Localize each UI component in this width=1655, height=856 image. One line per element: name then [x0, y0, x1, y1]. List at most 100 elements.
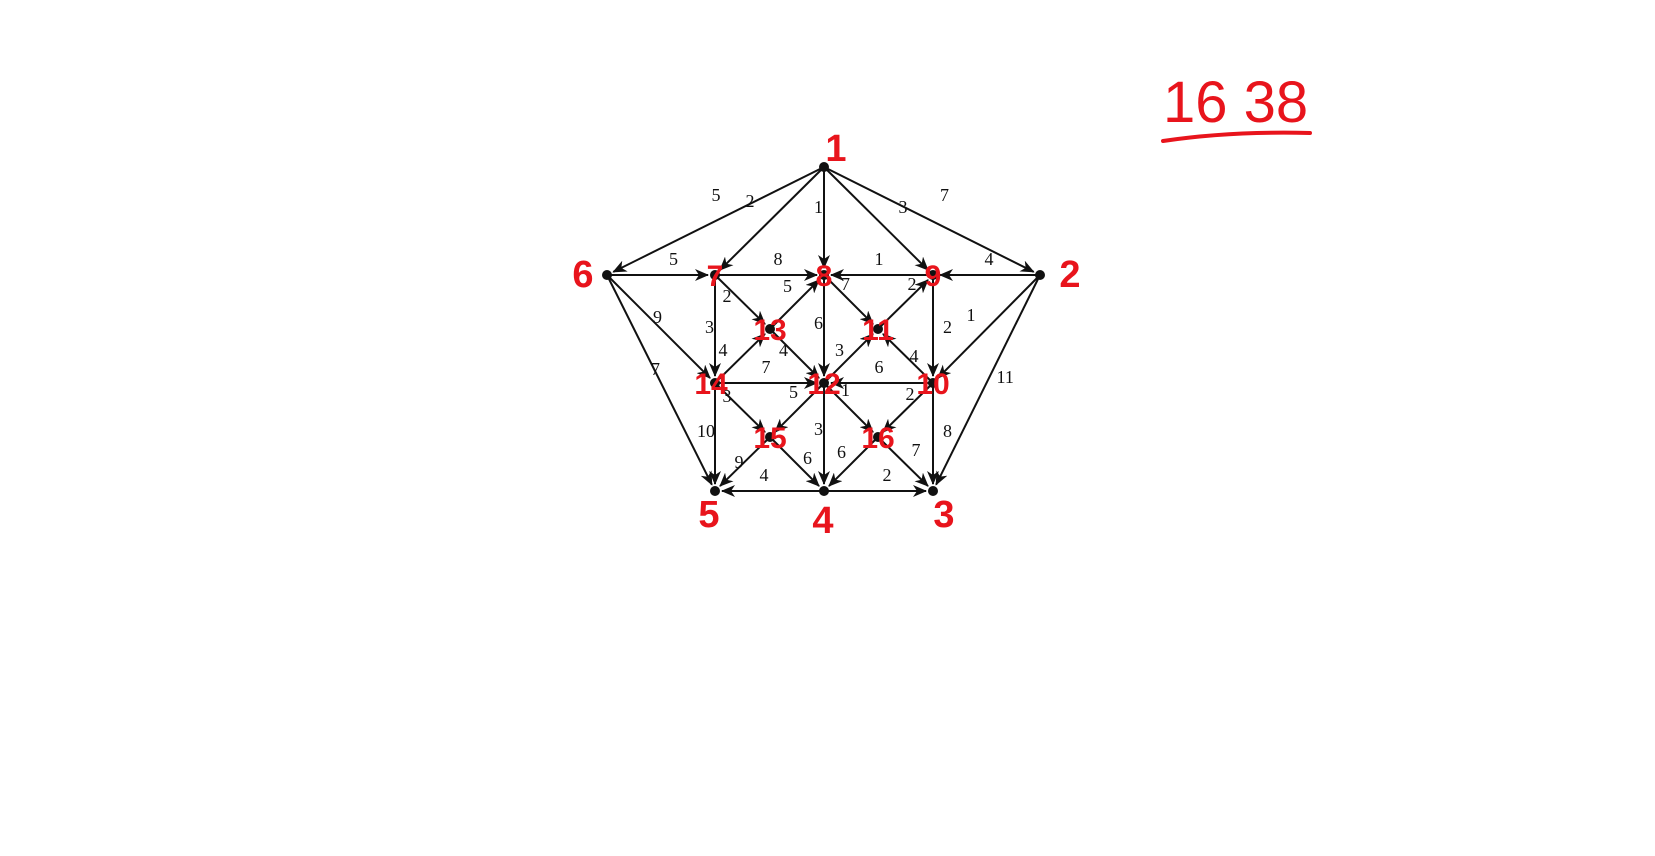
edge-13-to-12 — [769, 328, 820, 379]
node-3 — [928, 486, 938, 496]
nodes-layer — [602, 162, 1045, 496]
node-label-8: 8 — [816, 260, 833, 293]
edge-weight-9-to-8: 1 — [875, 249, 884, 269]
edge-weight-4-to-3: 2 — [883, 465, 892, 485]
edge-14-to-15 — [714, 382, 766, 433]
edge-weight-7-to-14: 3 — [705, 317, 714, 337]
node-label-13: 13 — [753, 314, 786, 347]
edge-1-to-7 — [719, 166, 825, 271]
node-7 — [710, 270, 720, 280]
edge-1-to-9 — [823, 166, 929, 271]
node-label-10: 10 — [916, 368, 949, 401]
edge-weight-2-to-3: 11 — [997, 367, 1014, 387]
edge-1-to-2 — [823, 166, 1035, 273]
edge-weight-12-to-4: 3 — [814, 419, 823, 439]
edge-12-to-16 — [823, 382, 874, 433]
edge-weight-10-to-16: 2 — [906, 384, 915, 404]
edge-weight-14-to-15: 3 — [723, 386, 732, 406]
edge-weight-1-to-6: 5 — [712, 185, 721, 205]
node-label-9: 9 — [925, 260, 942, 293]
edge-weight-1-to-8: 1 — [814, 197, 823, 217]
edge-weight-2-to-9: 4 — [985, 249, 994, 269]
edge-12-to-15 — [774, 382, 825, 433]
edge-16-to-3 — [877, 436, 929, 487]
edge-1-to-6 — [612, 166, 825, 273]
node-16 — [873, 432, 883, 442]
edge-weight-6-to-14: 9 — [653, 307, 662, 327]
node-6 — [602, 270, 612, 280]
edge-weight-14-to-5: 10 — [697, 421, 715, 441]
node-label-5: 5 — [698, 494, 719, 536]
node-12 — [819, 378, 829, 388]
handwritten-annotation: 16 38 — [1163, 70, 1308, 135]
edge-weight-14-to-12: 7 — [762, 357, 771, 377]
edge-15-to-5 — [719, 436, 771, 487]
edge-6-to-14 — [606, 274, 711, 379]
node-2 — [1035, 270, 1045, 280]
node-label-12: 12 — [807, 368, 840, 401]
node-11 — [873, 324, 883, 334]
node-label-4: 4 — [812, 500, 833, 542]
edge-weight-4-to-5: 4 — [760, 465, 769, 485]
node-9 — [928, 270, 938, 280]
node-10 — [928, 378, 938, 388]
edge-weight-10-to-3: 8 — [943, 421, 952, 441]
edges-layer — [606, 166, 1041, 497]
edge-weight-8-to-11: 7 — [841, 274, 850, 294]
edge-weight-1-to-7: 2 — [746, 191, 755, 211]
edge-weight-16-to-4: 6 — [837, 442, 846, 462]
node-4 — [819, 486, 829, 496]
edge-weight-6-to-7: 5 — [669, 249, 678, 269]
node-14 — [710, 378, 720, 388]
edge-weight-16-to-3: 7 — [912, 440, 921, 460]
edge-weight-2-to-10: 1 — [967, 305, 976, 325]
edge-weight-12-to-15: 5 — [789, 382, 798, 402]
edge-weight-10-to-12: 6 — [875, 357, 884, 377]
edge-10-to-11 — [882, 333, 934, 384]
node-label-2: 2 — [1059, 254, 1080, 296]
edge-weight-9-to-10: 2 — [943, 317, 952, 337]
edge-weight-15-to-4: 6 — [803, 448, 812, 468]
edge-weight-13-to-12: 4 — [779, 340, 788, 360]
edge-weight-1-to-2: 7 — [940, 185, 949, 205]
edge-11-to-9 — [877, 279, 929, 330]
edge-weight-7-to-8: 8 — [774, 249, 783, 269]
edge-8-to-11 — [823, 274, 874, 325]
edge-weight-12-to-16: 1 — [841, 380, 850, 400]
edge-14-to-13 — [714, 333, 766, 384]
node-label-7: 7 — [707, 260, 724, 293]
node-8 — [819, 270, 829, 280]
edge-2-to-10 — [937, 274, 1041, 379]
node-13 — [765, 324, 775, 334]
edge-10-to-16 — [882, 382, 934, 433]
node-label-15: 15 — [753, 422, 786, 455]
node-1 — [819, 162, 829, 172]
edge-weight-6-to-5: 7 — [651, 359, 660, 379]
edge-weight-8-to-12: 6 — [814, 313, 823, 333]
edge-weight-15-to-5: 9 — [735, 452, 744, 472]
edge-weight-10-to-11: 4 — [910, 346, 919, 366]
edge-weight-13-to-8: 5 — [783, 276, 792, 296]
node-label-14: 14 — [694, 368, 728, 401]
edge-7-to-13 — [714, 274, 766, 325]
edge-weight-14-to-13: 4 — [719, 340, 728, 360]
node-5 — [710, 486, 720, 496]
edge-weight-11-to-9: 2 — [908, 274, 917, 294]
edge-16-to-4 — [828, 436, 879, 487]
edge-weight-12-to-11: 3 — [835, 340, 844, 360]
node-label-6: 6 — [572, 254, 593, 296]
edge-weight-7-to-13: 2 — [723, 286, 732, 306]
edge-2-to-3 — [935, 274, 1041, 486]
node-15 — [765, 432, 775, 442]
edge-weight-1-to-9: 3 — [899, 197, 908, 217]
edge-12-to-11 — [823, 333, 874, 384]
node-label-16: 16 — [861, 422, 894, 455]
node-label-1: 1 — [825, 128, 846, 170]
edge-6-to-5 — [606, 274, 713, 486]
edge-15-to-4 — [769, 436, 820, 487]
annotation-underline — [1161, 130, 1312, 143]
node-label-11: 11 — [862, 314, 894, 347]
